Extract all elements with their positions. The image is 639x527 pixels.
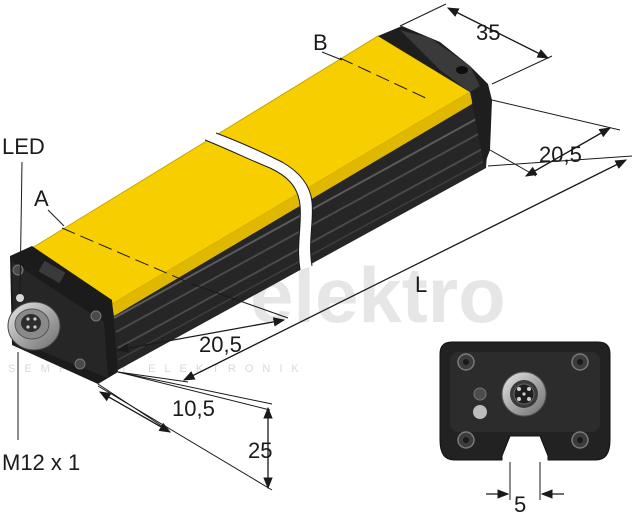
label-b: B	[313, 30, 328, 55]
label-led: LED	[2, 134, 45, 159]
front-cap-slot	[38, 260, 66, 284]
screw-icon	[571, 353, 589, 371]
dimension-lines	[17, 3, 633, 491]
rear-cap-hole	[456, 66, 468, 74]
dim-height-side: 20,5	[539, 142, 582, 167]
label-a: A	[34, 186, 49, 211]
led-indicator-icon	[473, 405, 487, 419]
end-view	[439, 341, 611, 500]
led-indicator-icon	[473, 387, 487, 401]
m12-connector-front	[501, 371, 547, 417]
front-cap-face	[12, 262, 108, 378]
dim-offset-front: 10,5	[172, 396, 215, 421]
dim-slot-width: 5	[514, 492, 526, 517]
led-indicator-icon	[16, 294, 24, 302]
centerline-b	[339, 57, 431, 101]
screw-icon	[12, 264, 24, 276]
m12-connector	[7, 301, 61, 351]
centerline-a	[61, 227, 193, 285]
dim-offset-a: 20,5	[199, 332, 242, 357]
dim-width-top: 35	[476, 20, 500, 45]
labels: LED A B L M12 x 1 35 20,5 20,5 10,5 25 5	[2, 20, 582, 517]
screw-icon	[457, 353, 475, 371]
watermark-subtext: SEMPERIT ELEKTRONIK	[8, 363, 308, 375]
screw-icon	[74, 358, 86, 370]
rear-cap	[378, 26, 492, 166]
label-l: L	[415, 272, 427, 297]
screw-icon	[90, 310, 102, 322]
label-connector: M12 x 1	[2, 450, 80, 475]
dim-height-front: 25	[248, 438, 272, 463]
screw-icon	[571, 431, 589, 449]
rear-cap-top	[400, 30, 480, 92]
screw-icon	[457, 431, 475, 449]
